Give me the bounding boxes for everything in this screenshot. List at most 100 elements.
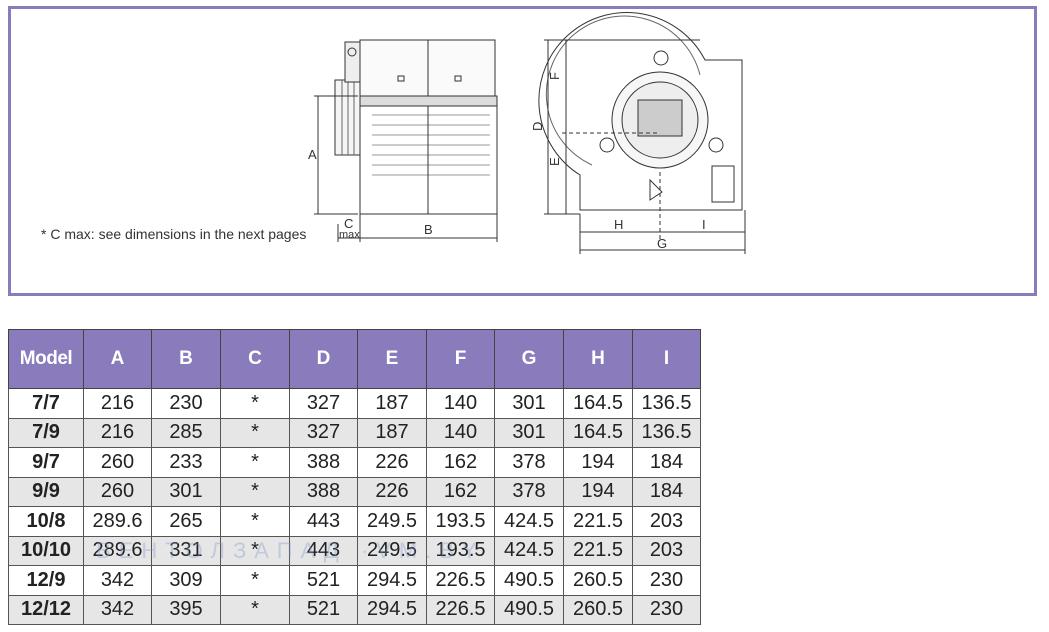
table-cell: 378 [494, 476, 564, 507]
table-cell: 289.6 [83, 535, 152, 566]
table-cell: 203 [632, 535, 701, 566]
table-cell: 230 [151, 388, 221, 419]
table-cell: 260.5 [563, 565, 633, 596]
table-cell: * [220, 506, 290, 537]
table-cell: 443 [289, 535, 358, 566]
side-view [314, 39, 498, 242]
table-cell: 164.5 [563, 417, 633, 448]
table-cell: 424.5 [494, 506, 564, 537]
technical-drawing: A C max B D F E H I G [308, 12, 746, 254]
table-cell: 294.5 [357, 565, 427, 596]
table-cell: 203 [632, 506, 701, 537]
column-header: F [426, 329, 495, 389]
table-cell: 184 [632, 447, 701, 478]
table-cell: 309 [151, 565, 221, 596]
table-cell: 388 [289, 447, 358, 478]
table-cell: 327 [289, 388, 358, 419]
table-cell: 221.5 [563, 535, 633, 566]
table-cell: 230 [632, 565, 701, 596]
label-C: C [344, 216, 353, 231]
column-header: G [494, 329, 564, 389]
model-cell: 7/9 [8, 417, 84, 448]
model-cell: 12/9 [8, 565, 84, 596]
table-cell: 136.5 [632, 417, 701, 448]
column-header: D [289, 329, 358, 389]
label-H: H [614, 217, 623, 232]
table-cell: * [220, 388, 290, 419]
footnote: * C max: see dimensions in the next page… [41, 226, 307, 242]
column-header: B [151, 329, 221, 389]
table-cell: 378 [494, 447, 564, 478]
model-cell: 10/8 [8, 506, 84, 537]
table-cell: 162 [426, 476, 495, 507]
label-I: I [702, 217, 706, 232]
table-cell: 194 [563, 447, 633, 478]
table-cell: * [220, 535, 290, 566]
table-cell: * [220, 447, 290, 478]
table-cell: 388 [289, 476, 358, 507]
table-cell: * [220, 417, 290, 448]
table-cell: 230 [632, 594, 701, 625]
drawing-frame [8, 6, 1037, 296]
table-cell: 327 [289, 417, 358, 448]
model-cell: 9/7 [8, 447, 84, 478]
table-cell: 184 [632, 476, 701, 507]
table-cell: 216 [83, 417, 152, 448]
table-cell: 443 [289, 506, 358, 537]
label-E: E [547, 157, 562, 166]
label-B: B [424, 222, 433, 237]
label-A: A [308, 147, 317, 162]
table-cell: 193.5 [426, 506, 495, 537]
table-cell: 216 [83, 388, 152, 419]
front-view [538, 12, 746, 254]
label-G: G [657, 236, 667, 251]
table-cell: 194 [563, 476, 633, 507]
column-header: Model [8, 329, 84, 389]
table-cell: 260.5 [563, 594, 633, 625]
table-cell: 249.5 [357, 535, 427, 566]
table-cell: 521 [289, 565, 358, 596]
model-cell: 12/12 [8, 594, 84, 625]
column-header: E [357, 329, 427, 389]
table-cell: 301 [494, 417, 564, 448]
table-cell: 265 [151, 506, 221, 537]
table-cell: 187 [357, 388, 427, 419]
table-cell: 226 [357, 476, 427, 507]
table-cell: 285 [151, 417, 221, 448]
model-cell: 10/10 [8, 535, 84, 566]
table-cell: 226.5 [426, 565, 495, 596]
table-cell: 331 [151, 535, 221, 566]
table-cell: * [220, 565, 290, 596]
table-cell: 164.5 [563, 388, 633, 419]
table-cell: * [220, 476, 290, 507]
table-cell: 521 [289, 594, 358, 625]
table-cell: 301 [151, 476, 221, 507]
table-cell: 221.5 [563, 506, 633, 537]
table-cell: 395 [151, 594, 221, 625]
table-cell: 490.5 [494, 565, 564, 596]
model-cell: 7/7 [8, 388, 84, 419]
label-D: D [530, 122, 545, 131]
column-header: I [632, 329, 701, 389]
table-cell: 260 [83, 447, 152, 478]
table-cell: 342 [83, 594, 152, 625]
table-cell: 140 [426, 388, 495, 419]
label-max: max [339, 229, 360, 241]
table-cell: 136.5 [632, 388, 701, 419]
table-cell: 260 [83, 476, 152, 507]
table-cell: 424.5 [494, 535, 564, 566]
table-cell: * [220, 594, 290, 625]
table-cell: 226.5 [426, 594, 495, 625]
column-header: H [563, 329, 633, 389]
table-cell: 249.5 [357, 506, 427, 537]
table-cell: 490.5 [494, 594, 564, 625]
